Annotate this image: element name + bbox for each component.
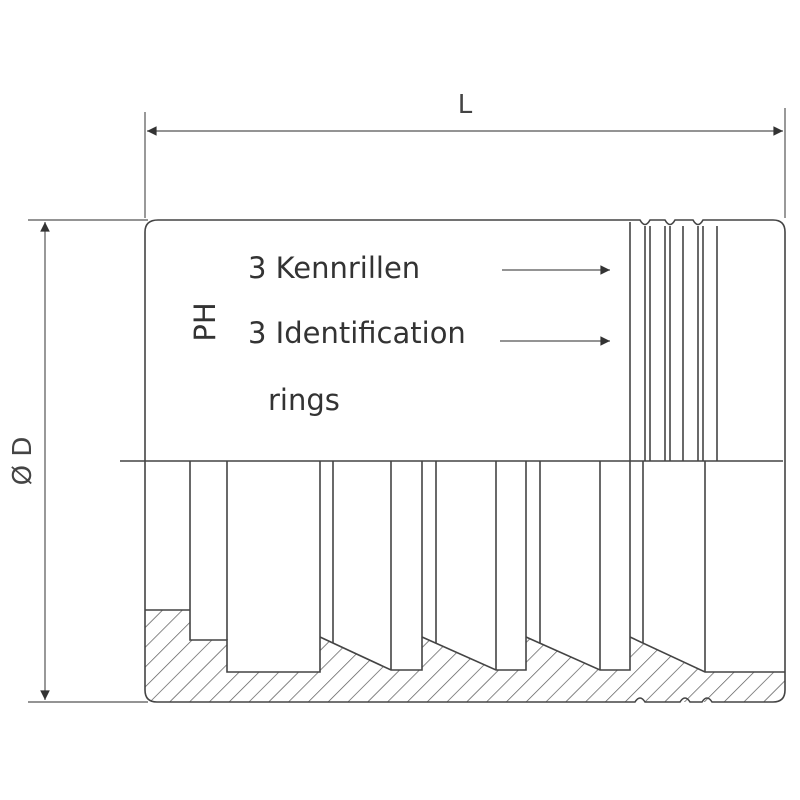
part-code-label: PH xyxy=(188,302,222,341)
length-label: L xyxy=(458,90,473,120)
annotation-identification: 3 Identification xyxy=(248,316,466,350)
inner-bore-profile xyxy=(145,461,785,673)
length-dimension: L xyxy=(144,90,786,218)
annotation-kennrillen: 3 Kennrillen xyxy=(248,251,420,285)
annotation-rings: rings xyxy=(268,383,340,417)
hatched-wall-section xyxy=(145,610,785,702)
diameter-dimension: Ø D xyxy=(8,219,148,703)
identification-rings xyxy=(629,222,718,461)
outer-contour xyxy=(144,219,786,703)
ferrule-body xyxy=(120,219,786,703)
diameter-label: Ø D xyxy=(8,437,38,486)
